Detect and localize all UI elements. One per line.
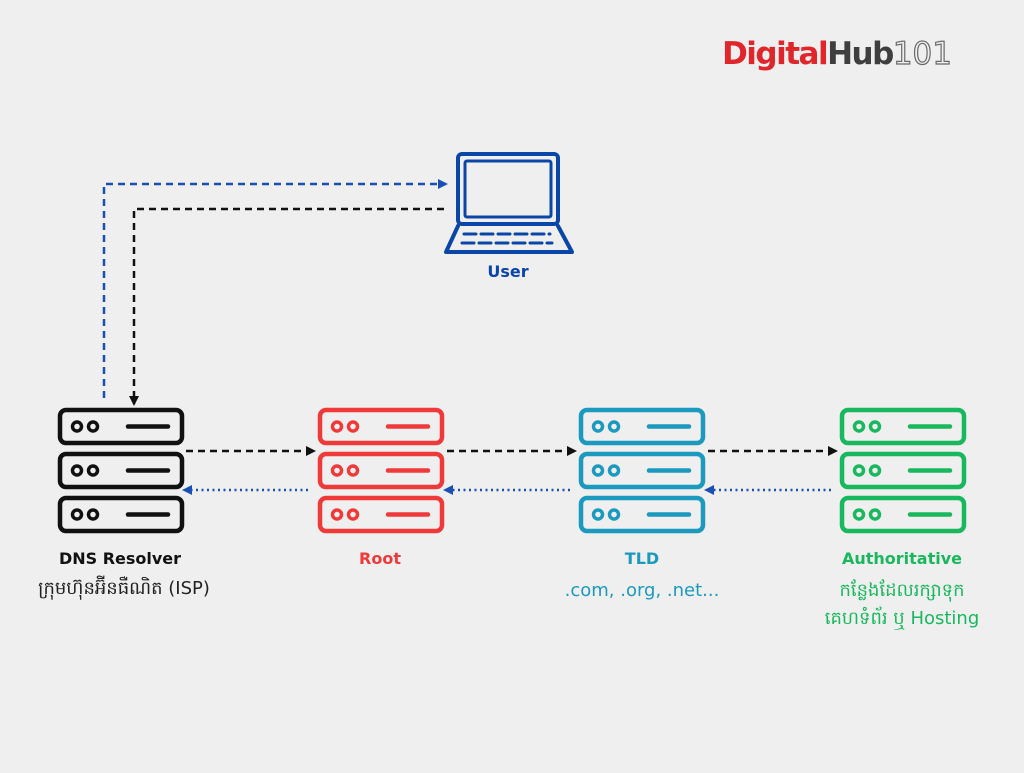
server-led: [346, 420, 360, 433]
server-led: [607, 420, 621, 433]
server-led: [330, 464, 344, 477]
server-unit: [839, 407, 967, 446]
server-led: [852, 508, 866, 521]
laptop-icon: [444, 152, 574, 254]
server-led: [852, 464, 866, 477]
brand-logo: DigitalHub101: [722, 35, 953, 72]
server-led: [70, 508, 84, 521]
query-from-user-arrow: [129, 207, 444, 406]
authoritative-sub-line1: កន្លែងដែលរក្សាទុក: [839, 580, 965, 601]
server-unit: [578, 495, 706, 534]
user-label: User: [487, 262, 529, 281]
dns-resolver-sub: ក្រុមហ៊ុនអ៊ីនធឺណិត (ISP): [38, 578, 210, 599]
logo-part-2: Hub: [827, 36, 894, 72]
tld-sub: .com, .org, .net...: [564, 580, 720, 601]
server-unit: [839, 495, 967, 534]
server-led: [868, 464, 882, 477]
server-unit: [57, 407, 185, 446]
server-led: [330, 420, 344, 433]
server-unit: [57, 451, 185, 490]
dns-resolver-server-icon: [57, 407, 185, 534]
server-led: [868, 420, 882, 433]
server-led: [70, 420, 84, 433]
tld-server-icon: [578, 407, 706, 534]
server-led: [86, 508, 100, 521]
logo-part-1: Digital: [722, 36, 829, 72]
server-led: [86, 464, 100, 477]
server-unit: [317, 495, 445, 534]
authoritative-server-icon: [839, 407, 967, 534]
root-server-icon: [317, 407, 445, 534]
server-led: [852, 420, 866, 433]
authoritative-label: Authoritative: [841, 549, 963, 568]
server-led: [70, 464, 84, 477]
server-unit: [578, 451, 706, 490]
response-to-user-arrow: [102, 179, 448, 398]
server-led: [86, 420, 100, 433]
server-unit: [578, 407, 706, 446]
server-unit: [839, 451, 967, 490]
server-led: [591, 420, 605, 433]
server-led: [591, 508, 605, 521]
server-led: [591, 464, 605, 477]
logo-part-3: 101: [892, 35, 952, 72]
server-led: [607, 464, 621, 477]
tld-label: TLD: [624, 549, 660, 568]
server-led: [868, 508, 882, 521]
server-unit: [57, 495, 185, 534]
server-led: [607, 508, 621, 521]
dns-resolver-label: DNS Resolver: [58, 549, 182, 568]
authoritative-sub-line2: គេហទំព័រ ឬ Hosting: [824, 608, 980, 629]
server-unit: [317, 451, 445, 490]
server-unit: [317, 407, 445, 446]
server-led: [346, 464, 360, 477]
server-led: [330, 508, 344, 521]
root-label: Root: [359, 549, 401, 568]
server-led: [346, 508, 360, 521]
